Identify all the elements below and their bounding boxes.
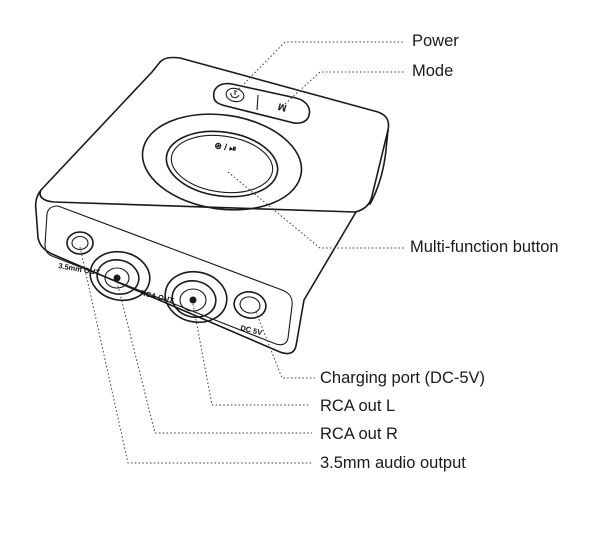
leader-rca-l [192, 303, 310, 406]
callout-multi-function: Multi-function button [410, 238, 559, 256]
callout-power: Power [412, 32, 459, 50]
power-icon [230, 90, 240, 99]
leader-audio-output [79, 246, 312, 464]
rca-print-label: RCA OUT [140, 288, 175, 305]
callout-rca-out-l: RCA out L [320, 397, 396, 415]
dc-print-label: DC 5V [240, 323, 264, 337]
power-button[interactable] [225, 87, 246, 104]
mode-key-label: M [277, 100, 288, 113]
charging-port[interactable] [232, 289, 269, 321]
callout-charging-port: Charging port (DC-5V) [320, 369, 486, 387]
jack-print-label: 3.5mm OUT [58, 261, 101, 277]
callout-mode: Mode [412, 62, 454, 80]
play-pause-icon: ⊛ / ⏯ [214, 140, 238, 154]
rca-out-l-port[interactable] [160, 266, 231, 328]
mode-button[interactable]: M [277, 100, 288, 113]
audio-jack[interactable] [66, 231, 94, 255]
rca-out-r-port[interactable] [86, 246, 155, 305]
multi-function-button[interactable] [136, 104, 308, 219]
leader-charging-port [255, 311, 315, 379]
power-mode-pill [212, 82, 311, 124]
device-body [34, 56, 390, 355]
leader-multi-function [227, 171, 405, 249]
callout-rca-out-r: RCA out R [320, 425, 398, 443]
leader-power [235, 41, 405, 93]
leader-mode [284, 71, 405, 105]
callout-audio-output: 3.5mm audio output [320, 454, 466, 472]
